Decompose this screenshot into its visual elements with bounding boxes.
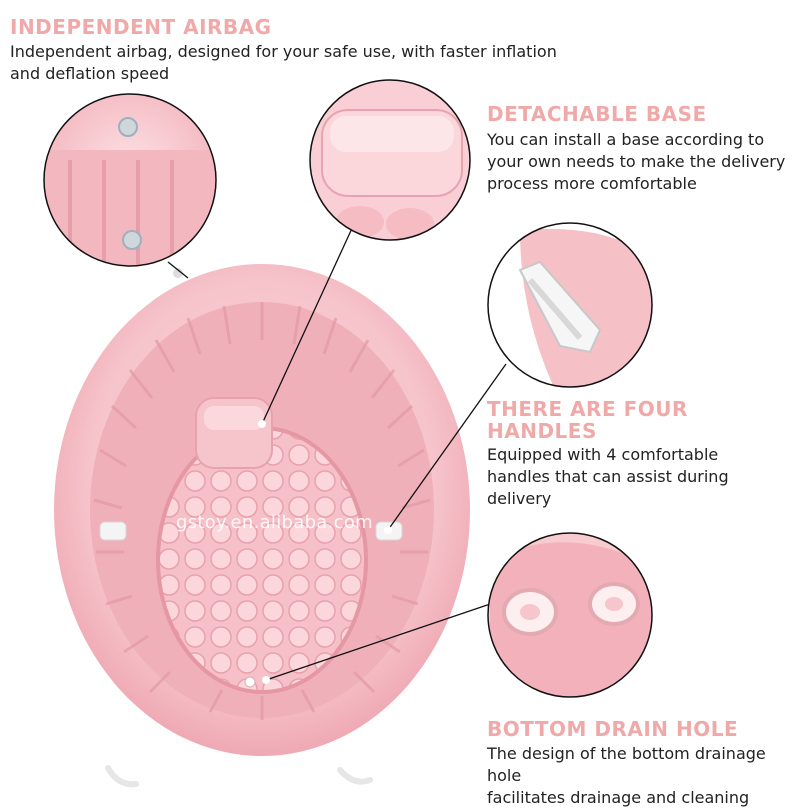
- desc-line: The design of the bottom drainage hole: [487, 744, 766, 785]
- feature-desc-drain: The design of the bottom drainage hole f…: [487, 743, 797, 809]
- desc-line: You can install a base according to: [487, 130, 765, 149]
- feature-title-drain: BOTTOM DRAIN HOLE: [487, 717, 739, 741]
- zoom-circle-handle: [487, 222, 653, 388]
- feature-title-handles: THERE ARE FOUR HANDLES: [487, 398, 688, 442]
- desc-line: facilitates drainage and cleaning: [487, 788, 750, 807]
- feature-title-base: DETACHABLE BASE: [487, 102, 707, 126]
- desc-line: process more comfortable: [487, 174, 697, 193]
- callout-points: [258, 420, 392, 684]
- desc-line: Equipped with 4 comfortable: [487, 445, 719, 464]
- title-line: HANDLES: [487, 419, 597, 443]
- zoom-circle-base: [309, 79, 471, 241]
- zoom-circle-drain: [487, 532, 653, 698]
- callout-lines: [167, 223, 507, 681]
- zoom-circle-airbag: [43, 93, 217, 267]
- feature-desc-base: You can install a base according to your…: [487, 129, 797, 195]
- title-line: THERE ARE FOUR: [487, 397, 688, 421]
- inflatable-tub: [54, 264, 470, 788]
- desc-line: delivery: [487, 489, 552, 508]
- tub-inner-wall-ribs: [93, 302, 431, 720]
- desc-line: your own needs to make the delivery: [487, 152, 786, 171]
- watermark: gstoy.en.alibaba.com: [176, 512, 373, 533]
- desc-line: handles that can assist during: [487, 467, 729, 486]
- feature-desc-handles: Equipped with 4 comfortable handles that…: [487, 444, 797, 510]
- feature-desc-airbag: Independent airbag, designed for your sa…: [10, 41, 710, 85]
- feature-title-airbag: INDEPENDENT AIRBAG: [10, 15, 272, 39]
- desc-line: and deflation speed: [10, 64, 170, 83]
- desc-line: Independent airbag, designed for your sa…: [10, 42, 557, 61]
